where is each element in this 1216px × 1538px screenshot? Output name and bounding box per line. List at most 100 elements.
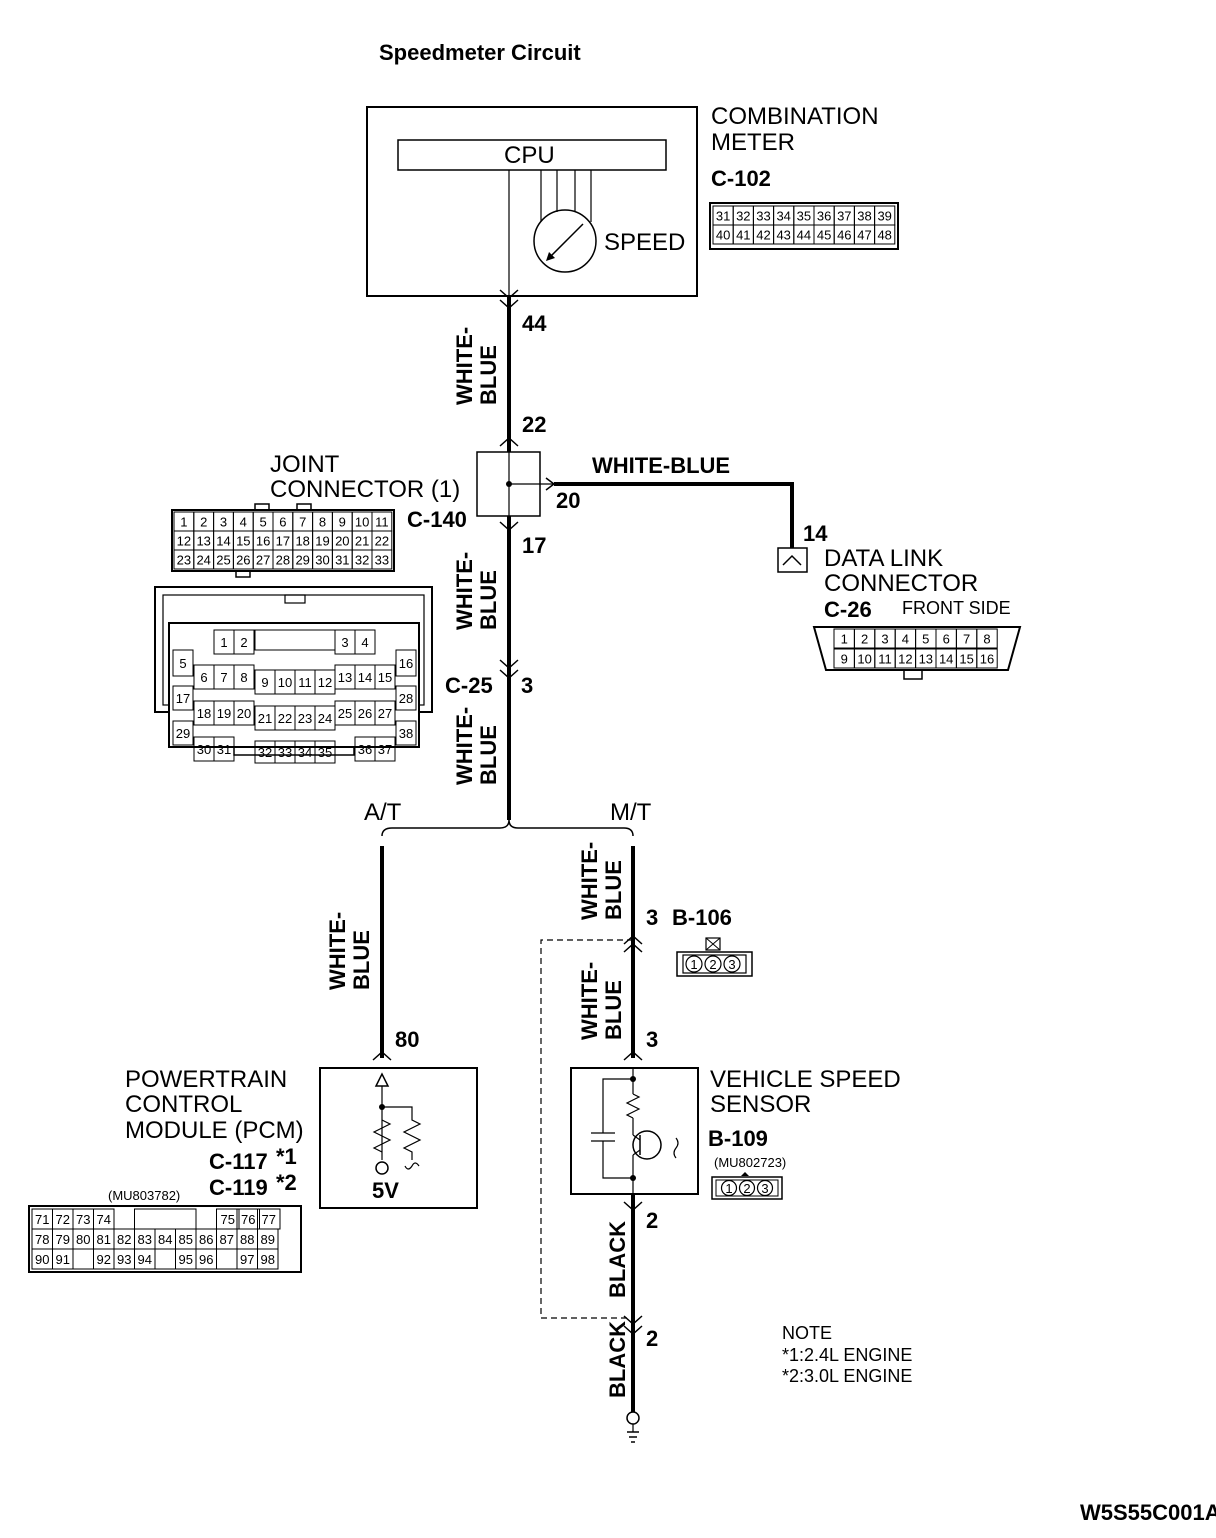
c140-pin: 27 <box>256 553 270 568</box>
diagram-title: Speedmeter Circuit <box>379 40 581 65</box>
pcm-pin: 93 <box>117 1252 131 1267</box>
c25-pin: 34 <box>298 745 312 760</box>
wire-color-3b: BLUE <box>476 725 501 785</box>
c26-pin: 4 <box>902 632 909 647</box>
pcm-pin: 77 <box>262 1212 276 1227</box>
c140-pin: 30 <box>315 553 329 568</box>
c25-pin: 29 <box>176 726 190 741</box>
c140-pin: 28 <box>276 553 290 568</box>
b109-pin: 1 <box>725 1181 732 1196</box>
wire-white-blue-44-22 <box>499 289 519 452</box>
pin-20-label: 20 <box>556 488 580 513</box>
c25-pin: 13 <box>338 670 352 685</box>
connector-c119-label: C-119 <box>209 1175 268 1200</box>
c25-pin: 38 <box>399 726 413 741</box>
b106-pin: 1 <box>690 957 697 972</box>
c25-pin: 31 <box>217 742 231 757</box>
c25-pin: 19 <box>217 706 231 721</box>
c25-pin: 27 <box>378 706 392 721</box>
wire-color-5b: BLUE <box>601 860 626 920</box>
wire-color-2a: WHITE- <box>452 552 477 630</box>
pcm-pin: 98 <box>261 1252 275 1267</box>
vss-label-1: VEHICLE SPEED <box>710 1066 901 1093</box>
pcm-pin: 73 <box>76 1212 90 1227</box>
c25-pin: 15 <box>378 670 392 685</box>
c102-pin: 35 <box>797 209 811 224</box>
pin-17-label: 17 <box>522 533 546 558</box>
data-link-label-1: DATA LINK <box>824 545 943 572</box>
pin-3-c25-label: 3 <box>521 673 533 698</box>
c140-pin: 33 <box>375 553 389 568</box>
data-link-terminal-icon <box>777 547 808 573</box>
c26-pin: 13 <box>919 652 933 667</box>
c25-pin: 3 <box>341 635 348 650</box>
c140-pin: 7 <box>299 515 306 530</box>
b109-pin: 3 <box>761 1181 768 1196</box>
c140-pin: 31 <box>335 553 349 568</box>
connector-c140-label: C-140 <box>407 507 467 532</box>
c25-pin: 4 <box>361 635 368 650</box>
c26-pin: 8 <box>983 632 990 647</box>
joint-connector-label-2: CONNECTOR (1) <box>270 476 460 503</box>
pcm-pin: 78 <box>35 1232 49 1247</box>
joint-connector-label-1: JOINT <box>270 451 340 478</box>
pcm-pin: 89 <box>261 1232 275 1247</box>
pcm-pin: 71 <box>35 1212 49 1227</box>
pin-3-b106-label: 3 <box>646 905 658 930</box>
note-title: NOTE <box>782 1323 832 1343</box>
c25-pin: 37 <box>378 742 392 757</box>
connector-c119-mark: *2 <box>276 1170 297 1195</box>
c140-pin: 18 <box>295 534 309 549</box>
combination-meter-label-1: COMBINATION <box>711 103 879 130</box>
c25-pin: 5 <box>179 656 186 671</box>
c25-pin: 35 <box>318 745 332 760</box>
pcm-label-1: POWERTRAIN <box>125 1066 287 1093</box>
c140-pin: 29 <box>295 553 309 568</box>
c140-pin: 24 <box>196 553 210 568</box>
c26-pin: 7 <box>963 632 970 647</box>
c25-pin: 1 <box>220 635 227 650</box>
c25-pin: 8 <box>240 670 247 685</box>
c140-pin: 4 <box>240 515 247 530</box>
pcm-pin: 96 <box>199 1252 213 1267</box>
c140-pin: 16 <box>256 534 270 549</box>
c140-pin: 17 <box>276 534 290 549</box>
pcm-pin: 86 <box>199 1232 213 1247</box>
connector-c26-label: C-26 <box>824 597 872 622</box>
branch-at-label: A/T <box>364 799 402 826</box>
c25-pin: 17 <box>176 691 190 706</box>
data-link-label-2: CONNECTOR <box>824 570 978 597</box>
c102-pin: 43 <box>776 228 790 243</box>
c25-pin: 30 <box>197 742 211 757</box>
pcm-pin: 88 <box>240 1232 254 1247</box>
c25-pin: 16 <box>399 656 413 671</box>
c26-pin: 10 <box>857 652 871 667</box>
pcm-pin: 84 <box>158 1232 172 1247</box>
c140-pin: 2 <box>200 515 207 530</box>
note-line-1: *1:2.4L ENGINE <box>782 1345 912 1365</box>
c26-pin: 3 <box>881 632 888 647</box>
pcm-pin: 80 <box>76 1232 90 1247</box>
c25-pin: 33 <box>278 745 292 760</box>
c140-pin: 6 <box>279 515 286 530</box>
pcm-pin: 87 <box>220 1232 234 1247</box>
pcm-voltage-label: 5V <box>372 1178 399 1203</box>
c140-pin: 25 <box>216 553 230 568</box>
c25-pin: 11 <box>298 675 312 690</box>
wire-color-3a: WHITE- <box>452 707 477 785</box>
pin-2-b109-label: 2 <box>646 1208 658 1233</box>
c140-pin: 1 <box>180 515 187 530</box>
wire-color-1a: WHITE- <box>452 327 477 405</box>
wire-white-blue-20-14 <box>554 482 794 548</box>
c140-pin: 11 <box>375 515 389 530</box>
pcm-pin: 79 <box>56 1232 70 1247</box>
wire-color-6b: BLUE <box>601 980 626 1040</box>
vss-label-2: SENSOR <box>710 1091 811 1118</box>
c140-pin: 8 <box>319 515 326 530</box>
